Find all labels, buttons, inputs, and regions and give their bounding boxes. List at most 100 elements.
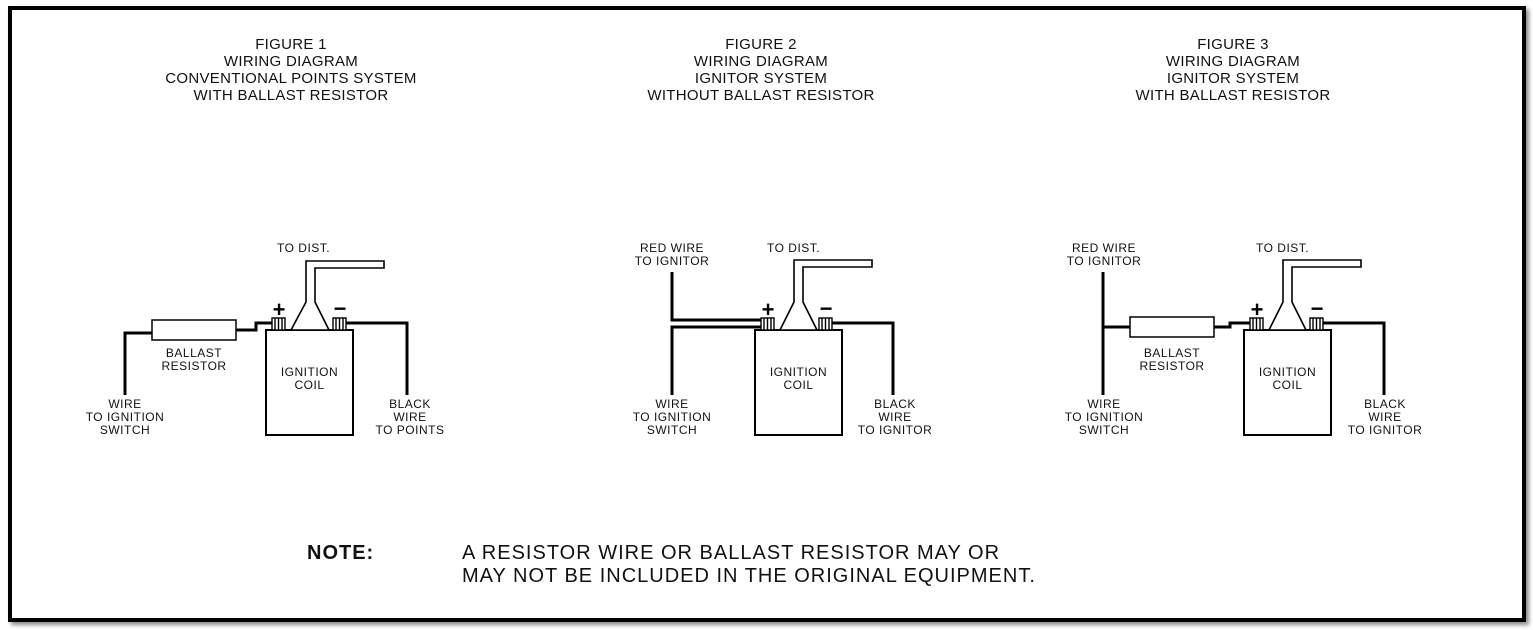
figure-3-title-line: WITH BALLAST RESISTOR [1135,87,1331,104]
figure-2-switch-wire-label: WIRE TO IGNITION SWITCH [617,398,727,437]
figure-3-coil-label: IGNITION COIL [1244,366,1331,392]
switch-label-line: SWITCH [99,423,151,437]
figure-2-minus-terminal [818,317,833,331]
black-wire-label-line: WIRE [393,410,427,424]
switch-label-line: WIRE [655,397,689,411]
figure-1-coil-label: IGNITION COIL [266,366,353,392]
ballast-label-line: BALLAST [165,346,223,360]
figure-2-black-wire-label: BLACK WIRE TO IGNITOR [843,398,947,437]
figure-2-coil-label: IGNITION COIL [755,366,842,392]
figure-2-red-wire-label: RED WIRE TO IGNITOR [617,242,727,268]
coil-label-line: COIL [783,378,814,392]
figure-3-black-wire [1323,321,1386,395]
ballast-label-line: RESISTOR [161,359,227,373]
figure-2-red-wire [670,272,761,322]
figure-3-to-dist-label: TO DIST. [1256,241,1310,255]
switch-label-line: WIRE [1087,397,1121,411]
figure-3-ballast-resistor [1129,316,1215,338]
figure-2-to-dist-label: TO DIST. [767,241,821,255]
black-wire-label-line: BLACK [874,397,916,411]
note-line: A RESISTOR WIRE OR BALLAST RESISTOR MAY … [462,542,1001,564]
figure-1-plus-sign: + [273,297,286,322]
figure-1-plus-terminal [271,317,286,331]
figure-3-coil-body [1243,329,1332,436]
figure-1-black-wire-label: BLACK WIRE TO POINTS [360,398,460,437]
figure-1-minus-terminal [332,317,347,331]
figure-3-resistor-to-plus-wire [1214,321,1250,329]
figure-3-distributor-lead [1267,259,1362,331]
coil-label-line: IGNITION [769,365,828,379]
note-text: A RESISTOR WIRE OR BALLAST RESISTOR MAY … [462,542,1036,588]
switch-label-line: WIRE [108,397,142,411]
ballast-label-line: RESISTOR [1139,359,1205,373]
note-label: NOTE: [307,542,375,564]
switch-label-line: TO IGNITION [85,410,165,424]
black-wire-label-line: WIRE [878,410,912,424]
figure-3-red-wire-label: RED WIRE TO IGNITOR [1049,242,1159,268]
red-wire-label-line: RED WIRE [640,241,704,255]
black-wire-label-line: TO POINTS [375,423,445,437]
red-wire-label-line: TO IGNITOR [634,254,710,268]
figure-3-title-line: WIRING DIAGRAM [1165,53,1301,70]
figure-3-plus-sign: + [1251,297,1264,322]
figure-3-plus-terminal [1249,317,1264,331]
black-wire-label-line: WIRE [1368,410,1402,424]
figure-1-title-line: FIGURE 1 [255,36,327,53]
polarity-symbols: + − + − + − [273,296,1324,322]
figure-3-black-wire-label: BLACK WIRE TO IGNITOR [1333,398,1437,437]
figure-3-title-line: IGNITOR SYSTEM [1166,70,1300,87]
figure-2-title-line: IGNITOR SYSTEM [694,70,828,87]
red-wire-label-line: TO IGNITOR [1066,254,1142,268]
figure-2-coil-body [754,329,843,436]
figure-2-title: FIGURE 2 WIRING DIAGRAM IGNITOR SYSTEM W… [551,36,971,104]
figure-2-plus-sign: + [762,297,775,322]
switch-label-line: TO IGNITION [632,410,712,424]
figure-2-distributor-lead [778,259,873,331]
figure-3-drawing [1101,259,1386,436]
switch-label-line: TO IGNITION [1064,410,1144,424]
figure-1-resistor-to-plus-wire [236,321,272,332]
note-line: MAY NOT BE INCLUDED IN THE ORIGINAL EQUI… [462,565,1036,587]
figure-1-title-line: WIRING DIAGRAM [223,53,359,70]
figure-2-minus-sign: − [820,296,833,321]
figure-1-distributor-lead [289,260,385,331]
figure-1-black-wire [346,321,409,395]
figure-1-coil-body [265,329,354,436]
red-wire-label-line: RED WIRE [1072,241,1136,255]
figure-2-drawing [670,259,895,436]
black-wire-label-line: TO IGNITOR [857,423,933,437]
figure-1-switch-wire-label: WIRE TO IGNITION SWITCH [70,398,180,437]
figure-2-black-wire [832,321,895,395]
figure-1-ballast-resistor [151,319,237,341]
figure-2-switch-wire [670,325,761,395]
coil-label-line: IGNITION [280,365,339,379]
coil-label-line: IGNITION [1258,365,1317,379]
figure-3-title: FIGURE 3 WIRING DIAGRAM IGNITOR SYSTEM W… [1023,36,1443,104]
figure-1-ballast-label: BALLAST RESISTOR [144,347,244,373]
figure-3-minus-sign: − [1311,296,1324,321]
figure-1-minus-sign: − [334,296,347,321]
figure-3-minus-terminal [1309,317,1324,331]
switch-label-line: SWITCH [646,423,698,437]
figure-3-title-line: FIGURE 3 [1197,36,1269,53]
figure-1-title-line: WITH BALLAST RESISTOR [193,87,389,104]
figure-2-title-line: FIGURE 2 [725,36,797,53]
figure-1-switch-wire [123,331,152,395]
figure-1-title: FIGURE 1 WIRING DIAGRAM CONVENTIONAL POI… [81,36,501,104]
black-wire-label-line: BLACK [1364,397,1406,411]
coil-label-line: COIL [1272,378,1303,392]
figure-2-title-line: WITHOUT BALLAST RESISTOR [647,87,875,104]
figure-2-plus-terminal [760,317,775,331]
figure-3-switch-wire-label: WIRE TO IGNITION SWITCH [1049,398,1159,437]
black-wire-label-line: BLACK [389,397,431,411]
figure-1-title-line: CONVENTIONAL POINTS SYSTEM [165,70,417,87]
switch-label-line: SWITCH [1078,423,1130,437]
black-wire-label-line: TO IGNITOR [1347,423,1423,437]
figure-2-title-line: WIRING DIAGRAM [693,53,829,70]
diagram-frame [8,6,1526,622]
ballast-label-line: BALLAST [1143,346,1201,360]
figure-3-ballast-label: BALLAST RESISTOR [1122,347,1222,373]
figure-1-to-dist-label: TO DIST. [277,241,331,255]
coil-label-line: COIL [294,378,325,392]
